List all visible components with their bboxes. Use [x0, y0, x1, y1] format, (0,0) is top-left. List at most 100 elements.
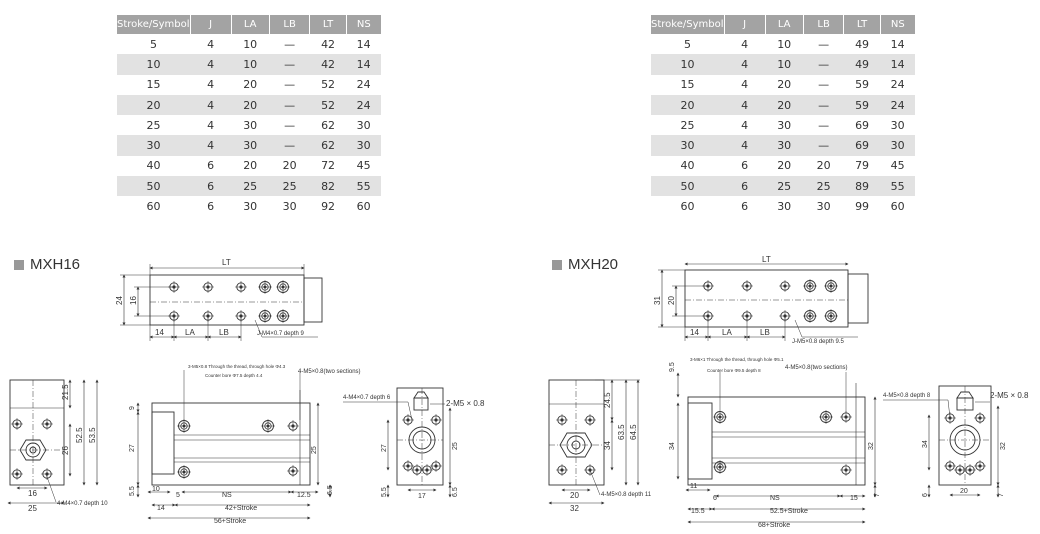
dim-12-5: 12.5 — [297, 492, 311, 499]
dim-16: 16 — [28, 489, 37, 498]
header-ns: NS — [346, 15, 381, 34]
table-cell: 30 — [356, 118, 371, 132]
table-cell: 89 — [843, 176, 881, 197]
table-cell: 4 — [741, 37, 749, 51]
table-cell: 30 — [765, 135, 804, 156]
table-cell: 30 — [890, 118, 905, 132]
table-cell: 4 — [207, 118, 215, 132]
dim-lt: LT — [762, 255, 771, 264]
dim-52-5-stroke: 52.5+Stroke — [770, 508, 808, 515]
dim-15: 15 — [850, 495, 858, 502]
table-cell: 69 — [843, 135, 881, 156]
table-cell: — — [284, 118, 296, 132]
table-cell: 4 — [724, 94, 766, 116]
table-cell: — — [818, 37, 830, 51]
table-cell: 30 — [777, 118, 792, 132]
mxh20-rear-view — [883, 385, 1000, 498]
table-cell: 20 — [117, 94, 190, 116]
table-cell: 10 — [651, 54, 724, 75]
dim-16: 16 — [129, 296, 138, 305]
header-lt: LT — [843, 15, 881, 34]
table-cell: 10 — [777, 37, 792, 51]
table-cell: — — [803, 54, 844, 75]
header-lt: LT — [309, 15, 347, 34]
table-cell: 14 — [346, 54, 381, 75]
mxh20-top-holes — [701, 278, 839, 324]
table-cell: 5 — [150, 37, 157, 51]
dim-32: 32 — [570, 504, 579, 513]
table-cell: 49 — [843, 54, 881, 75]
dim-10: 10 — [152, 486, 160, 493]
table-cell: 24 — [346, 94, 381, 116]
section-title-mxh16: MXH16 — [14, 256, 80, 273]
dim-6-5: 6.5 — [327, 485, 334, 495]
mxh16-rear-view — [343, 387, 452, 498]
dim-ns: NS — [770, 495, 780, 502]
table-cell: 10 — [117, 54, 190, 75]
dim-34: 34 — [603, 441, 612, 450]
dim-53-5: 53.5 — [88, 427, 97, 443]
table-cell: 25 — [680, 118, 695, 132]
dim-14: 14 — [155, 328, 164, 337]
dim-25: 25 — [452, 442, 459, 450]
dim-15-5: 15.5 — [691, 508, 705, 515]
dim-5-5: 5.5 — [381, 487, 388, 497]
table-cell: 62 — [321, 118, 336, 132]
table-cell: 20 — [777, 78, 792, 92]
table-cell: 72 — [321, 159, 336, 173]
table-cell: — — [284, 78, 296, 92]
header-lb: LB — [269, 15, 311, 34]
note-thread: J-M5×0.8 depth 9.5 — [792, 339, 845, 345]
table-cell: 30 — [777, 200, 792, 214]
table-cell: 60 — [356, 200, 371, 214]
table-cell: 42 — [309, 54, 347, 75]
table-cell: 4 — [741, 78, 749, 92]
header-j: J — [724, 15, 766, 34]
table-cell: 4 — [741, 118, 749, 132]
table-cell: 6 — [741, 159, 749, 173]
table-cell: 6 — [207, 200, 215, 214]
dim-34: 34 — [922, 440, 929, 448]
table-cell: 30 — [346, 135, 381, 156]
dim-6: 6 — [922, 493, 929, 497]
dim-42-stroke: 42+Stroke — [225, 505, 257, 512]
dim-6-5: 6.5 — [452, 487, 459, 497]
table-cell: — — [284, 37, 296, 51]
table-cell: 55 — [880, 176, 915, 197]
dim-27: 27 — [129, 444, 136, 452]
table-cell: 24 — [880, 94, 915, 116]
note-counterbore-2: Counter bore Φ9.5 depth 8 — [707, 368, 761, 373]
dim-ns: NS — [222, 492, 232, 499]
dim-9: 9 — [129, 406, 136, 410]
dim-24: 24 — [115, 296, 124, 305]
dim-20: 20 — [570, 491, 579, 500]
table-cell: 79 — [855, 159, 870, 173]
table-cell: 60 — [890, 200, 905, 214]
table-cell: 52 — [321, 78, 336, 92]
header-la: LA — [231, 15, 270, 34]
header-stroke-symbol: Stroke/Symbol — [117, 15, 191, 34]
mxh16-end-view — [7, 379, 99, 505]
table-cell: 42 — [321, 37, 336, 51]
table-cell: 92 — [321, 200, 336, 214]
dim-32: 32 — [868, 442, 875, 450]
table-cell: 69 — [855, 118, 870, 132]
note-rear-thread: 4-M4×0.7 depth 6 — [343, 395, 391, 401]
header-j: J — [190, 15, 232, 34]
table-cell: 24 — [890, 78, 905, 92]
table-cell: 30 — [231, 135, 270, 156]
note-port: 2-M5 × 0.8 — [446, 399, 485, 408]
note-counterbore-1: 3-M5×0.8 Through the thread, through hol… — [188, 364, 286, 369]
table-cell: 99 — [855, 200, 870, 214]
note-rear-thread: 4-M5×0.8 depth 8 — [883, 393, 931, 399]
table-cell: 55 — [346, 176, 381, 197]
table-cell: 59 — [843, 94, 881, 116]
